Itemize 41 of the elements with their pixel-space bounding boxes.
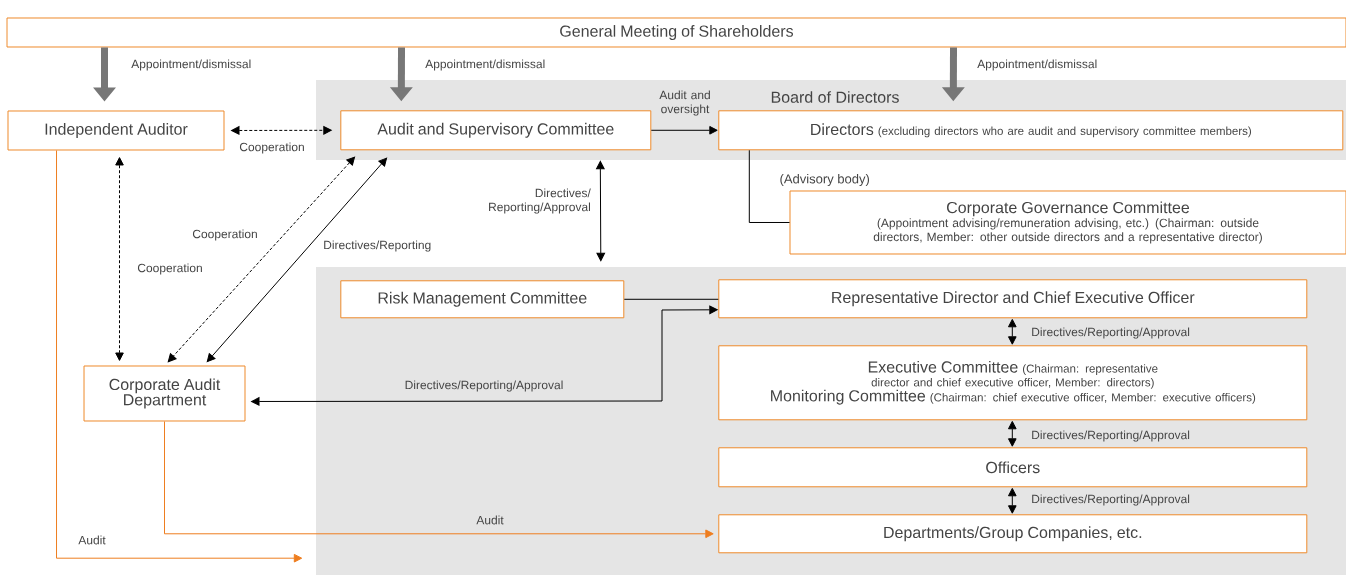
auditor-box: Independent Auditor (7, 110, 225, 151)
arrow (56, 150, 303, 563)
edge-label: Appointment/dismissal (131, 59, 251, 71)
departments-box: Departments/Group Companies, etc. (718, 514, 1308, 554)
committee-box: Risk Management Committee (340, 280, 625, 319)
arrow (115, 157, 124, 361)
arrow (1008, 420, 1017, 447)
edge-label: Directives/Reporting/Approval (1032, 327, 1190, 339)
arrow (167, 156, 356, 363)
arrow (650, 126, 718, 135)
edge-label: Appointment/dismissal (425, 59, 545, 71)
edge-label: Directives/Reporting (324, 240, 431, 252)
committee-box: Audit and Supervisory Committee (340, 110, 652, 151)
arrow (251, 305, 718, 406)
edge-label: Audit and oversight (659, 90, 710, 116)
edge-label: Directives/ Reporting/Approval (489, 188, 591, 214)
arrow (1008, 318, 1017, 345)
edge-label: Cooperation (239, 142, 304, 154)
arrow (1008, 487, 1017, 514)
connector-line (623, 298, 719, 300)
edge-label: Appointment/dismissal (977, 59, 1097, 71)
officer-box: Representative Director and Chief Executive Officer (718, 279, 1308, 319)
edge-label: Directives/Reporting/Approval (405, 380, 563, 392)
node-caption: (Advisory body) (780, 173, 869, 187)
edge-label: Directives/Reporting/Approval (1032, 430, 1190, 442)
directors-box: Directors (excluding directors who are audit and supervisory committee members) (718, 110, 1344, 151)
officers-box: Officers (718, 447, 1308, 488)
committee-box: Corporate Governance Committee (Appointment advising/remuneration advising, etc.) (Chairman: outside directors, Member: other outside directors and a representative director) (789, 190, 1346, 255)
connector-line (748, 149, 790, 223)
edge-label: Cooperation (192, 229, 257, 241)
arrow (206, 157, 388, 363)
arrow (164, 421, 714, 539)
edge-label: Audit (78, 535, 106, 545)
edge-label: Directives/Reporting/Approval (1032, 494, 1190, 506)
edge-label: Cooperation (137, 263, 202, 275)
meeting-box: General Meeting of Shareholders (6, 17, 1346, 48)
department-box: Corporate Audit Department (83, 365, 246, 422)
committee-box: Executive Committee (Chairman: representative director and chief executive officer, Member: directors) Monitoring Committee (Chairman: chief executive officer, Member: executive officers) (718, 345, 1308, 421)
arrow (231, 126, 332, 135)
arrow (596, 160, 606, 262)
edge-label: Audit (476, 515, 504, 525)
